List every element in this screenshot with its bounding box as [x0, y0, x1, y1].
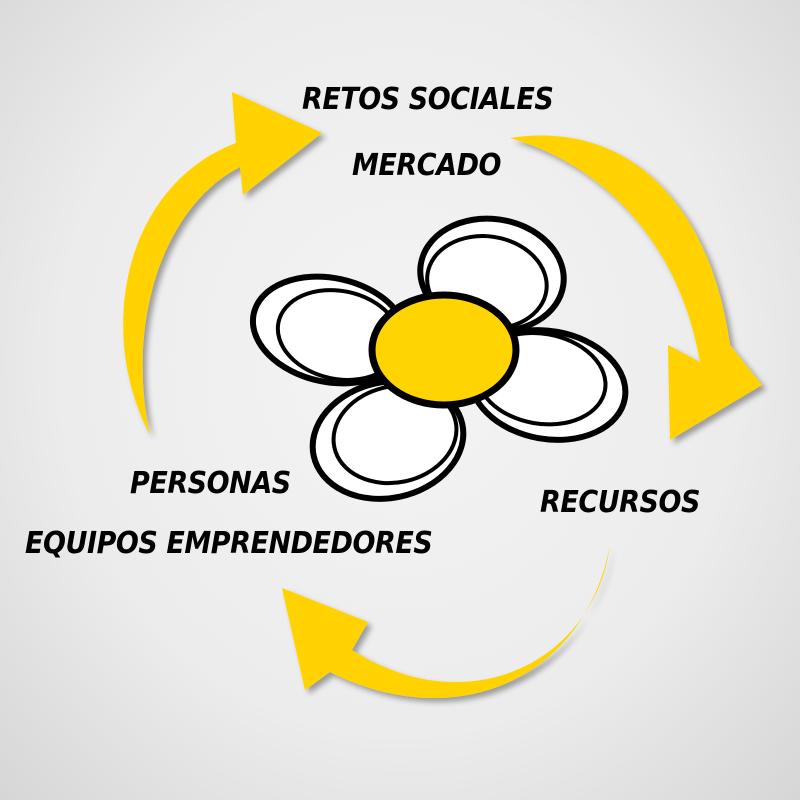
arrow-left-up [123, 92, 322, 435]
label-recursos: RECURSOS [540, 485, 701, 520]
arrow-bottom-left [282, 545, 610, 699]
label-retos-sociales: RETOS SOCIALES [302, 82, 554, 117]
label-equipos-emprendedores: EQUIPOS EMPRENDEDORES [25, 526, 433, 561]
label-mercado: MERCADO [352, 148, 502, 183]
flower-icon [249, 215, 629, 502]
arrow-right-down [510, 135, 762, 440]
label-personas: PERSONAS [130, 466, 291, 501]
flower-center [368, 291, 520, 409]
